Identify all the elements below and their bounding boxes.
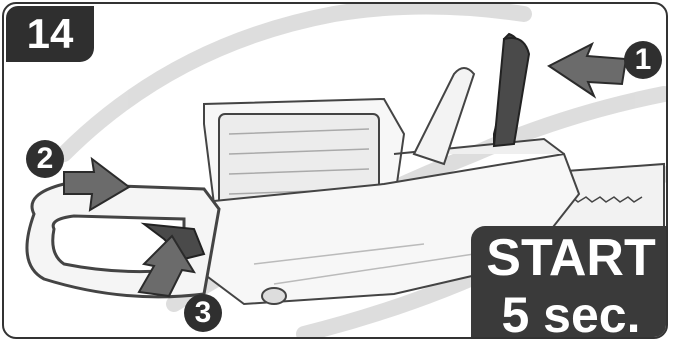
callout-1: 1 (624, 41, 662, 79)
step-number-badge: 14 (6, 6, 94, 62)
callout-2: 2 (26, 140, 64, 178)
callout-3: 3 (184, 294, 222, 332)
start-instruction-box: START 5 sec. (471, 226, 668, 339)
duration-label: 5 sec. (471, 288, 668, 339)
start-label: START (471, 228, 668, 288)
figure-frame: 14 1 2 3 START 5 sec. (2, 2, 668, 339)
arrow-icon (549, 44, 626, 96)
